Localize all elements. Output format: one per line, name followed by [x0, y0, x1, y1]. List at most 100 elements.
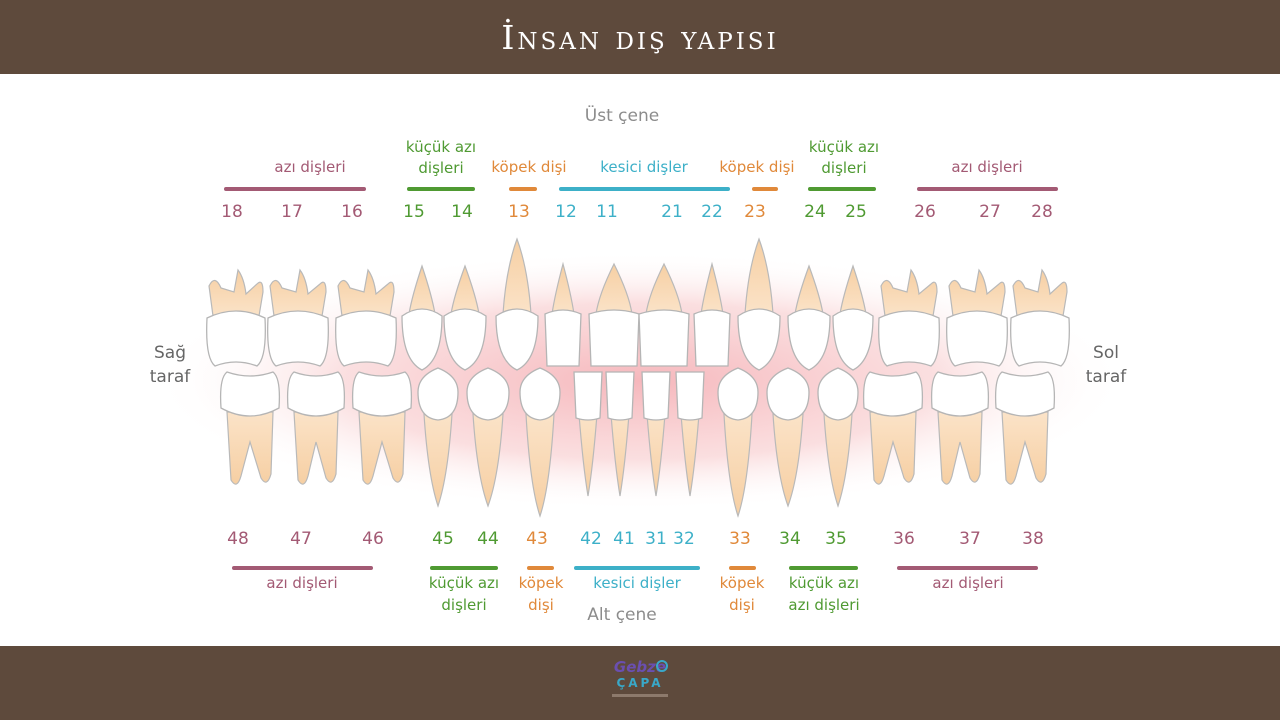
- teeth-layer: [206, 237, 1070, 518]
- lower-tooth-crown: [994, 371, 1056, 417]
- lower-tooth-root: [823, 413, 853, 508]
- upper-tooth-number: 16: [341, 202, 363, 222]
- lower-jaw-label: Alt çene: [587, 605, 656, 625]
- upper-tooth-crown: [443, 308, 487, 371]
- lower-tooth-number: 37: [959, 529, 981, 549]
- upper-tooth-root: [839, 264, 867, 315]
- upper-tooth-crown: [878, 310, 940, 367]
- page-title: İnsan diş yapısı: [501, 17, 779, 57]
- upper-tooth-crown: [693, 309, 731, 367]
- lower-group-label: küçük azı: [789, 574, 859, 592]
- upper-tooth-number: 12: [555, 202, 577, 222]
- lower-tooth-number: 42: [580, 529, 602, 549]
- lower-tooth-crown: [573, 371, 603, 421]
- upper-group-label: küçük azı: [406, 138, 476, 156]
- upper-tooth-root: [408, 264, 436, 315]
- upper-tooth-root: [337, 268, 395, 317]
- upper-tooth-number: 25: [845, 202, 867, 222]
- upper-group-bar: [559, 187, 730, 191]
- upper-group-bar: [917, 187, 1058, 191]
- upper-tooth-number: 23: [744, 202, 766, 222]
- left-side-label-1: Sol: [1093, 343, 1119, 363]
- lower-tooth-number: 36: [893, 529, 915, 549]
- upper-tooth-number: 15: [403, 202, 425, 222]
- lower-tooth-root: [1001, 411, 1049, 485]
- upper-group-label: küçük azı: [809, 138, 879, 156]
- upper-tooth-crown: [832, 308, 874, 371]
- upper-group-bar: [407, 187, 475, 191]
- upper-tooth-number: 21: [661, 202, 683, 222]
- lower-tooth-root: [358, 411, 406, 485]
- lower-tooth-number: 31: [645, 529, 667, 549]
- lower-group-label: dişi: [528, 596, 554, 614]
- upper-group-bar: [752, 187, 778, 191]
- lower-tooth-root: [472, 413, 504, 508]
- upper-group-label: köpek dişi: [719, 158, 794, 176]
- left-side-label-2: taraf: [1086, 367, 1127, 387]
- upper-group-label: dişleri: [821, 159, 866, 177]
- lower-group-label: kesici dişler: [593, 574, 681, 592]
- lower-tooth-number: 48: [227, 529, 249, 549]
- logo-text-top: Gebze: [613, 658, 667, 676]
- upper-tooth-number: 24: [804, 202, 826, 222]
- lower-tooth-root: [226, 411, 274, 485]
- upper-tooth-root: [744, 237, 774, 315]
- logo-tagline-mark: [612, 694, 668, 697]
- upper-tooth-number: 27: [979, 202, 1001, 222]
- logo-ring-icon: [656, 660, 668, 672]
- upper-tooth-crown: [787, 308, 831, 371]
- lower-group-bar: [729, 566, 756, 570]
- lower-tooth-crown: [605, 371, 635, 421]
- lower-group-bar: [897, 566, 1038, 570]
- upper-group-bar: [808, 187, 876, 191]
- lower-group-label: azı dişleri: [932, 574, 1003, 592]
- lower-tooth-root: [293, 411, 339, 485]
- upper-tooth-root: [551, 261, 575, 315]
- upper-tooth-crown: [206, 310, 266, 367]
- upper-tooth-number: 28: [1031, 202, 1053, 222]
- upper-tooth-root: [645, 262, 683, 315]
- upper-group-label: azı dişleri: [274, 158, 345, 176]
- lower-tooth-number: 44: [477, 529, 499, 549]
- upper-tooth-root: [208, 268, 264, 317]
- footer-bar: Gebze ÇAPA: [0, 646, 1280, 720]
- lower-group-label: dişi: [729, 596, 755, 614]
- upper-tooth-root: [794, 264, 824, 315]
- lower-group-bar: [430, 566, 498, 570]
- lower-tooth-root: [869, 411, 917, 485]
- upper-group-bar: [224, 187, 366, 191]
- lower-tooth-root: [525, 413, 555, 518]
- upper-tooth-number: 17: [281, 202, 303, 222]
- lower-tooth-number: 47: [290, 529, 312, 549]
- upper-tooth-crown: [588, 309, 640, 367]
- right-side-label-1: Sağ: [154, 343, 186, 363]
- upper-tooth-crown: [946, 310, 1008, 367]
- lower-group-bar: [527, 566, 554, 570]
- upper-tooth-root: [502, 237, 532, 315]
- lower-tooth-root: [723, 413, 753, 518]
- lower-tooth-crown: [466, 367, 510, 421]
- lower-group-label: köpek: [720, 574, 765, 592]
- lower-tooth-crown: [717, 367, 759, 421]
- lower-tooth-number: 35: [825, 529, 847, 549]
- right-side-label-2: taraf: [150, 367, 191, 387]
- lower-tooth-root: [610, 413, 630, 497]
- lower-tooth-crown: [862, 371, 924, 417]
- upper-tooth-crown: [495, 308, 539, 371]
- lower-tooth-crown: [219, 371, 281, 417]
- lower-tooth-number: 46: [362, 529, 384, 549]
- upper-tooth-crown: [335, 310, 397, 367]
- upper-tooth-crown: [267, 310, 329, 367]
- upper-tooth-crown: [737, 308, 781, 371]
- upper-group-label: köpek dişi: [491, 158, 566, 176]
- lower-tooth-number: 33: [729, 529, 751, 549]
- lower-group-bar: [789, 566, 858, 570]
- upper-tooth-root: [700, 261, 724, 315]
- lower-group-label: dişleri: [441, 596, 486, 614]
- upper-tooth-root: [269, 268, 327, 317]
- lower-group-bar: [574, 566, 700, 570]
- upper-tooth-number: 11: [596, 202, 618, 222]
- lower-tooth-root: [937, 411, 983, 485]
